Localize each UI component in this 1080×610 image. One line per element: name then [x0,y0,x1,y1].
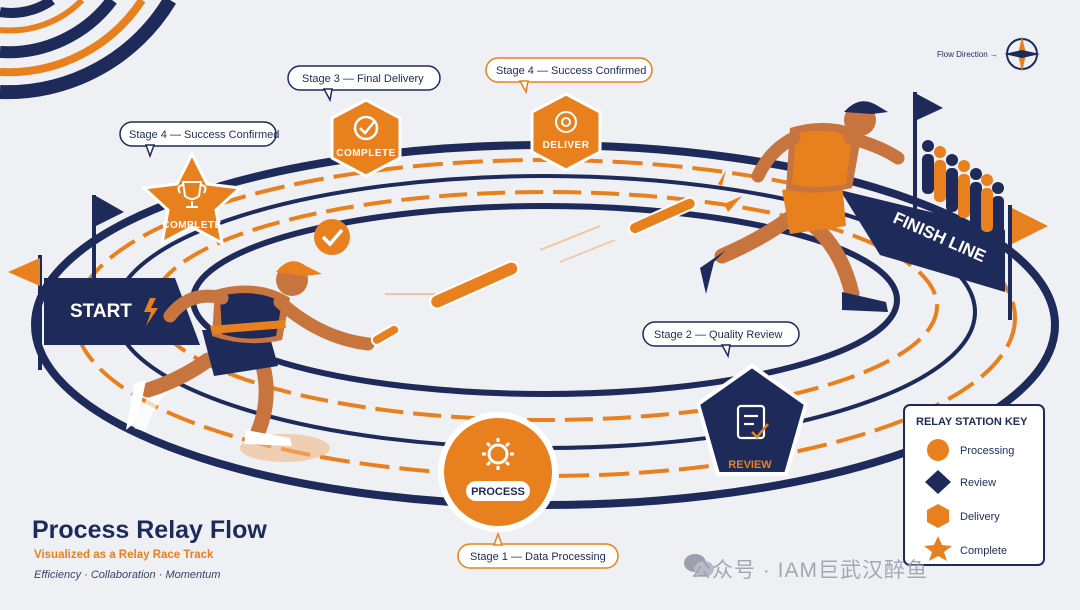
callout-stage3: Stage 3 — Final Delivery [287,65,441,103]
flow-direction-label: Flow Direction → [937,50,998,59]
spectator-crowd [922,140,1004,240]
key-star-icon [924,536,952,561]
key-item-processing: Processing [960,445,1014,457]
clipboard-check-icon [736,404,769,440]
callout-stage4-top-text: Stage 4 — Success Confirmed [496,65,646,77]
check-circle-icon [353,115,379,141]
start-banner: START [8,195,200,370]
check-badge-icon [314,219,350,255]
station-review-pentagon: REVIEW [695,363,809,476]
target-icon [555,111,577,133]
station-complete-hexagon: COMPLETE [330,98,402,178]
callout-stage1: Stage 1 — Data Processing [457,531,619,569]
runner-left [126,261,401,462]
key-title: RELAY STATION KEY [916,416,1028,428]
complete-star-label: COMPLETE [162,220,222,231]
corner-arcs-decoration [0,0,176,100]
process-circle-label: PROCESS [471,486,525,498]
review-pentagon-label: REVIEW [728,459,772,471]
callout-stage1-text: Stage 1 — Data Processing [470,551,606,563]
key-item-delivery: Delivery [960,511,1000,523]
diagram-tagline: Efficiency · Collaboration · Momentum [34,569,221,581]
flying-batons [385,170,742,310]
callout-stage4-left: Stage 4 — Success Confirmed [119,121,279,159]
callout-stage4-left-text: Stage 4 — Success Confirmed [129,129,279,141]
key-circle-icon [927,439,949,461]
compass-icon [1004,36,1040,72]
station-complete-star: COMPLETE [140,150,244,246]
callout-stage3-text: Stage 3 — Final Delivery [302,73,424,85]
start-label: START [70,301,132,322]
watermark-text: 公众号 · IAM巨武汉醉鱼 [690,559,928,582]
runner-right [700,101,905,312]
key-diamond-icon [925,470,951,494]
station-deliver-hexagon: DELIVER [530,92,602,172]
key-hexagon-icon [927,504,949,528]
callout-stage4-top: Stage 4 — Success Confirmed [485,57,653,95]
gear-icon [482,438,514,470]
relay-station-key: RELAY STATION KEY Processing Review Deli… [903,404,1045,566]
diagram-subtitle: Visualized as a Relay Race Track [34,549,214,561]
lightning-icon [144,298,158,326]
trophy-icon [177,181,207,208]
key-item-complete: Complete [960,545,1007,557]
callout-stage2: Stage 2 — Quality Review [642,321,800,359]
deliver-hex-label: DELIVER [543,140,590,151]
callout-stage2-text: Stage 2 — Quality Review [654,329,782,341]
key-item-review: Review [960,477,996,489]
wechat-icon [684,554,714,577]
station-process-circle: PROCESS [438,412,558,532]
complete-hex-label: COMPLETE [336,148,396,159]
flow-direction-indicator: Flow Direction → [937,36,1040,72]
diagram-title: Process Relay Flow [32,516,267,544]
